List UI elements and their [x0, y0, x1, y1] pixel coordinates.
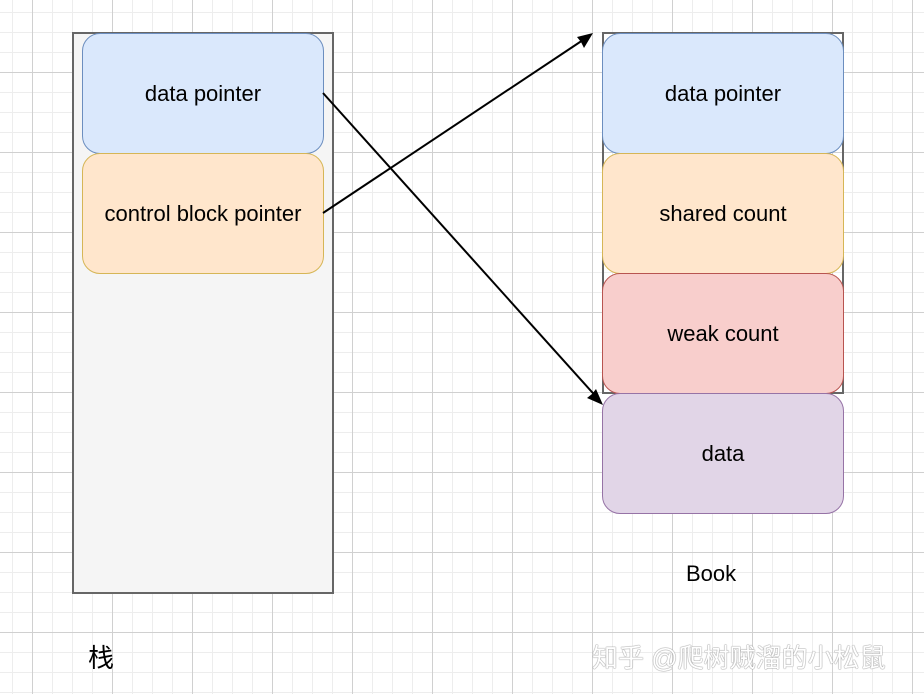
watermark: 知乎 @爬树贼溜的小松鼠 — [592, 643, 886, 673]
stack-control-block-pointer-label: control block pointer — [104, 200, 302, 226]
shared-count-block[interactable]: shared count — [602, 153, 844, 274]
stack-data-pointer-label: data pointer — [144, 80, 262, 106]
arrow-data-pointer-to-data[interactable] — [322, 92, 601, 402]
arrowhead-to-control-block — [577, 33, 593, 48]
stack-label: 栈 — [88, 643, 115, 673]
heap-label: Book — [686, 561, 737, 586]
stack-control-block-pointer-block[interactable]: control block pointer — [82, 153, 324, 274]
arrowhead-to-data — [587, 389, 603, 405]
heap-data-pointer-block[interactable]: data pointer — [602, 33, 844, 154]
arrow-control-block-pointer-to-control-block[interactable] — [322, 37, 587, 214]
stack-data-pointer-block[interactable]: data pointer — [82, 33, 324, 154]
heap-data-pointer-label: data pointer — [664, 80, 782, 106]
weak-count-label: weak count — [667, 320, 779, 346]
data-block[interactable]: data — [602, 393, 844, 514]
shared-count-label: shared count — [659, 200, 787, 226]
data-block-label: data — [701, 440, 745, 466]
